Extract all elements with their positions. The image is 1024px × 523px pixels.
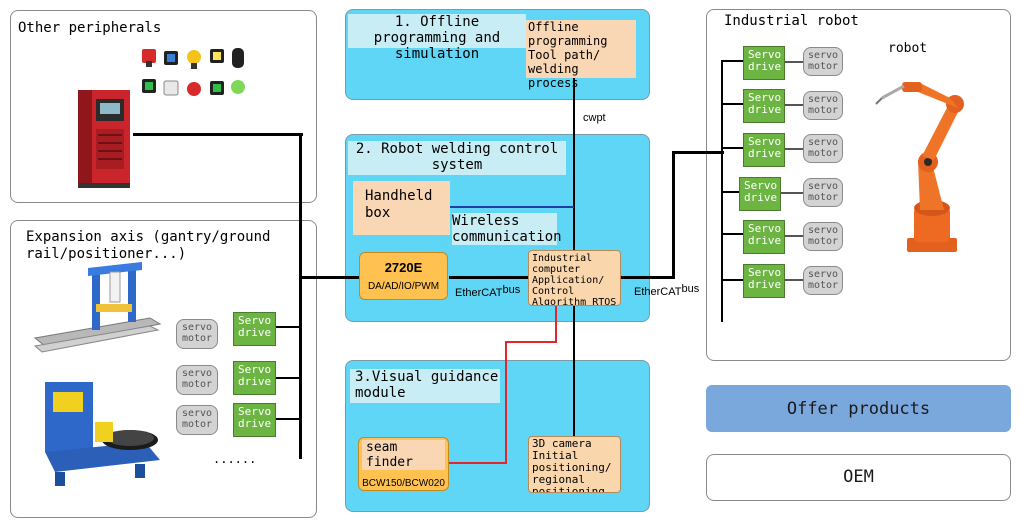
link-drive-3 bbox=[276, 418, 301, 420]
robot-servo-motor-4: servo motor bbox=[803, 178, 843, 207]
expansion-servo-motor-1: servo motor bbox=[176, 319, 218, 349]
robot-servo-motor-2: servo motor bbox=[803, 91, 843, 120]
robot-drive-tick-3 bbox=[721, 147, 743, 149]
robot-servo-drive-2: Servo drive bbox=[743, 89, 785, 123]
positioner-icon bbox=[45, 382, 160, 486]
controller-name: 2720E bbox=[384, 260, 423, 275]
welding-power-source-icon bbox=[78, 90, 130, 188]
link-drive-2 bbox=[276, 377, 301, 379]
seam-finder-model: BCW150/BCW020 bbox=[362, 478, 445, 489]
link-drive-1 bbox=[276, 326, 301, 328]
seam-finder-name: seam finder bbox=[362, 440, 445, 470]
link-peripheral-h bbox=[133, 133, 303, 136]
link-ipc-robot bbox=[620, 276, 675, 279]
handheld-box: Handheld box bbox=[353, 181, 450, 235]
gantry-icon bbox=[33, 262, 162, 353]
ethercat-right-sub: bus bbox=[681, 283, 700, 295]
robot-servo-motor-6: servo motor bbox=[803, 266, 843, 295]
ethercat-right-main: EtherCAT bbox=[634, 286, 682, 298]
robot-arrow-4 bbox=[781, 192, 803, 194]
industrial-robot-title: Industrial robot bbox=[724, 13, 859, 29]
link-robot-h bbox=[672, 151, 724, 154]
link-robot-vertical bbox=[672, 151, 675, 279]
controller-io: DA/AD/IO/PWM bbox=[367, 281, 440, 292]
red-path-to-seam bbox=[448, 462, 507, 464]
robot-drive-tick-4 bbox=[721, 191, 743, 193]
expansion-servo-drive-3: Servo drive bbox=[233, 403, 276, 437]
robot-servo-motor-5: servo motor bbox=[803, 222, 843, 251]
other-peripherals-panel bbox=[10, 10, 317, 203]
robot-drive-tick-6 bbox=[721, 279, 743, 281]
industrial-computer-box: Industrial computer Application/ Control… bbox=[528, 250, 621, 306]
red-path-v2 bbox=[505, 341, 507, 464]
expansion-servo-motor-2: servo motor bbox=[176, 365, 218, 395]
link-controller-ipc bbox=[449, 276, 529, 279]
expansion-servo-drive-1: Servo drive bbox=[233, 312, 276, 346]
controller-2720e: 2720E DA/AD/IO/PWM bbox=[359, 252, 448, 300]
oem-label: OEM bbox=[843, 467, 874, 487]
robot-servo-drive-6: Servo drive bbox=[743, 264, 785, 298]
robot-servo-drive-4: Servo drive bbox=[739, 177, 781, 211]
link-to-controller bbox=[300, 276, 360, 279]
red-path-h bbox=[505, 341, 557, 343]
cwpt-label: cwpt bbox=[583, 112, 606, 124]
robot-arrow-6 bbox=[785, 279, 803, 281]
ethercat-left-main: EtherCAT bbox=[455, 287, 503, 299]
robot-servo-drive-3: Servo drive bbox=[743, 133, 785, 167]
robot-drive-tick-5 bbox=[721, 233, 743, 235]
robot-arrow-2 bbox=[785, 104, 803, 106]
wireless-communication-label: Wireless communication bbox=[452, 213, 562, 245]
robot-label: robot bbox=[888, 41, 928, 56]
wireless-link bbox=[450, 206, 574, 208]
visual-guidance-title: 3.Visual guidance module bbox=[350, 369, 500, 403]
robot-drive-tick-2 bbox=[721, 103, 743, 105]
robot-arrow-5 bbox=[785, 235, 803, 237]
expansion-servo-drive-2: Servo drive bbox=[233, 361, 276, 395]
robot-arrow-1 bbox=[785, 61, 803, 63]
oem-legend: OEM bbox=[706, 454, 1011, 501]
link-ipc-camera bbox=[573, 306, 575, 438]
robot-servo-motor-3: servo motor bbox=[803, 134, 843, 163]
robot-servo-motor-1: servo motor bbox=[803, 47, 843, 76]
robot-drive-tick-1 bbox=[721, 60, 743, 62]
push-buttons-icon bbox=[142, 48, 245, 96]
expansion-axis-title: Expansion axis (gantry/ground rail/posit… bbox=[26, 229, 271, 262]
offline-programming-title: 1. Offline programming and simulation bbox=[348, 14, 526, 62]
other-peripherals-title: Other peripherals bbox=[18, 20, 162, 36]
link-cwpt bbox=[573, 77, 575, 250]
robot-servo-drive-5: Servo drive bbox=[743, 220, 785, 254]
red-path-v1 bbox=[555, 306, 557, 342]
robot-arrow-3 bbox=[785, 148, 803, 150]
robot-arm-icon bbox=[875, 82, 964, 252]
offer-products-legend: Offer products bbox=[706, 385, 1011, 432]
robot-servo-drive-1: Servo drive bbox=[743, 46, 785, 80]
3d-camera-box: 3D camera Initial positioning/ regional … bbox=[528, 436, 621, 493]
link-left-vertical bbox=[299, 133, 302, 459]
expansion-servo-motor-3: servo motor bbox=[176, 405, 218, 435]
ethercat-bus-left: EtherCATbus bbox=[455, 284, 521, 299]
offer-products-label: Offer products bbox=[786, 399, 931, 419]
ethercat-left-sub: bus bbox=[502, 284, 521, 296]
control-system-title: 2. Robot welding control system bbox=[348, 141, 566, 175]
offline-programming-box: Offline programming Tool path/ welding p… bbox=[526, 20, 636, 90]
ethercat-bus-right: EtherCATbus bbox=[634, 283, 700, 298]
expansion-ellipsis: ...... bbox=[213, 452, 257, 466]
seam-finder-box: seam finder BCW150/BCW020 bbox=[358, 437, 449, 491]
